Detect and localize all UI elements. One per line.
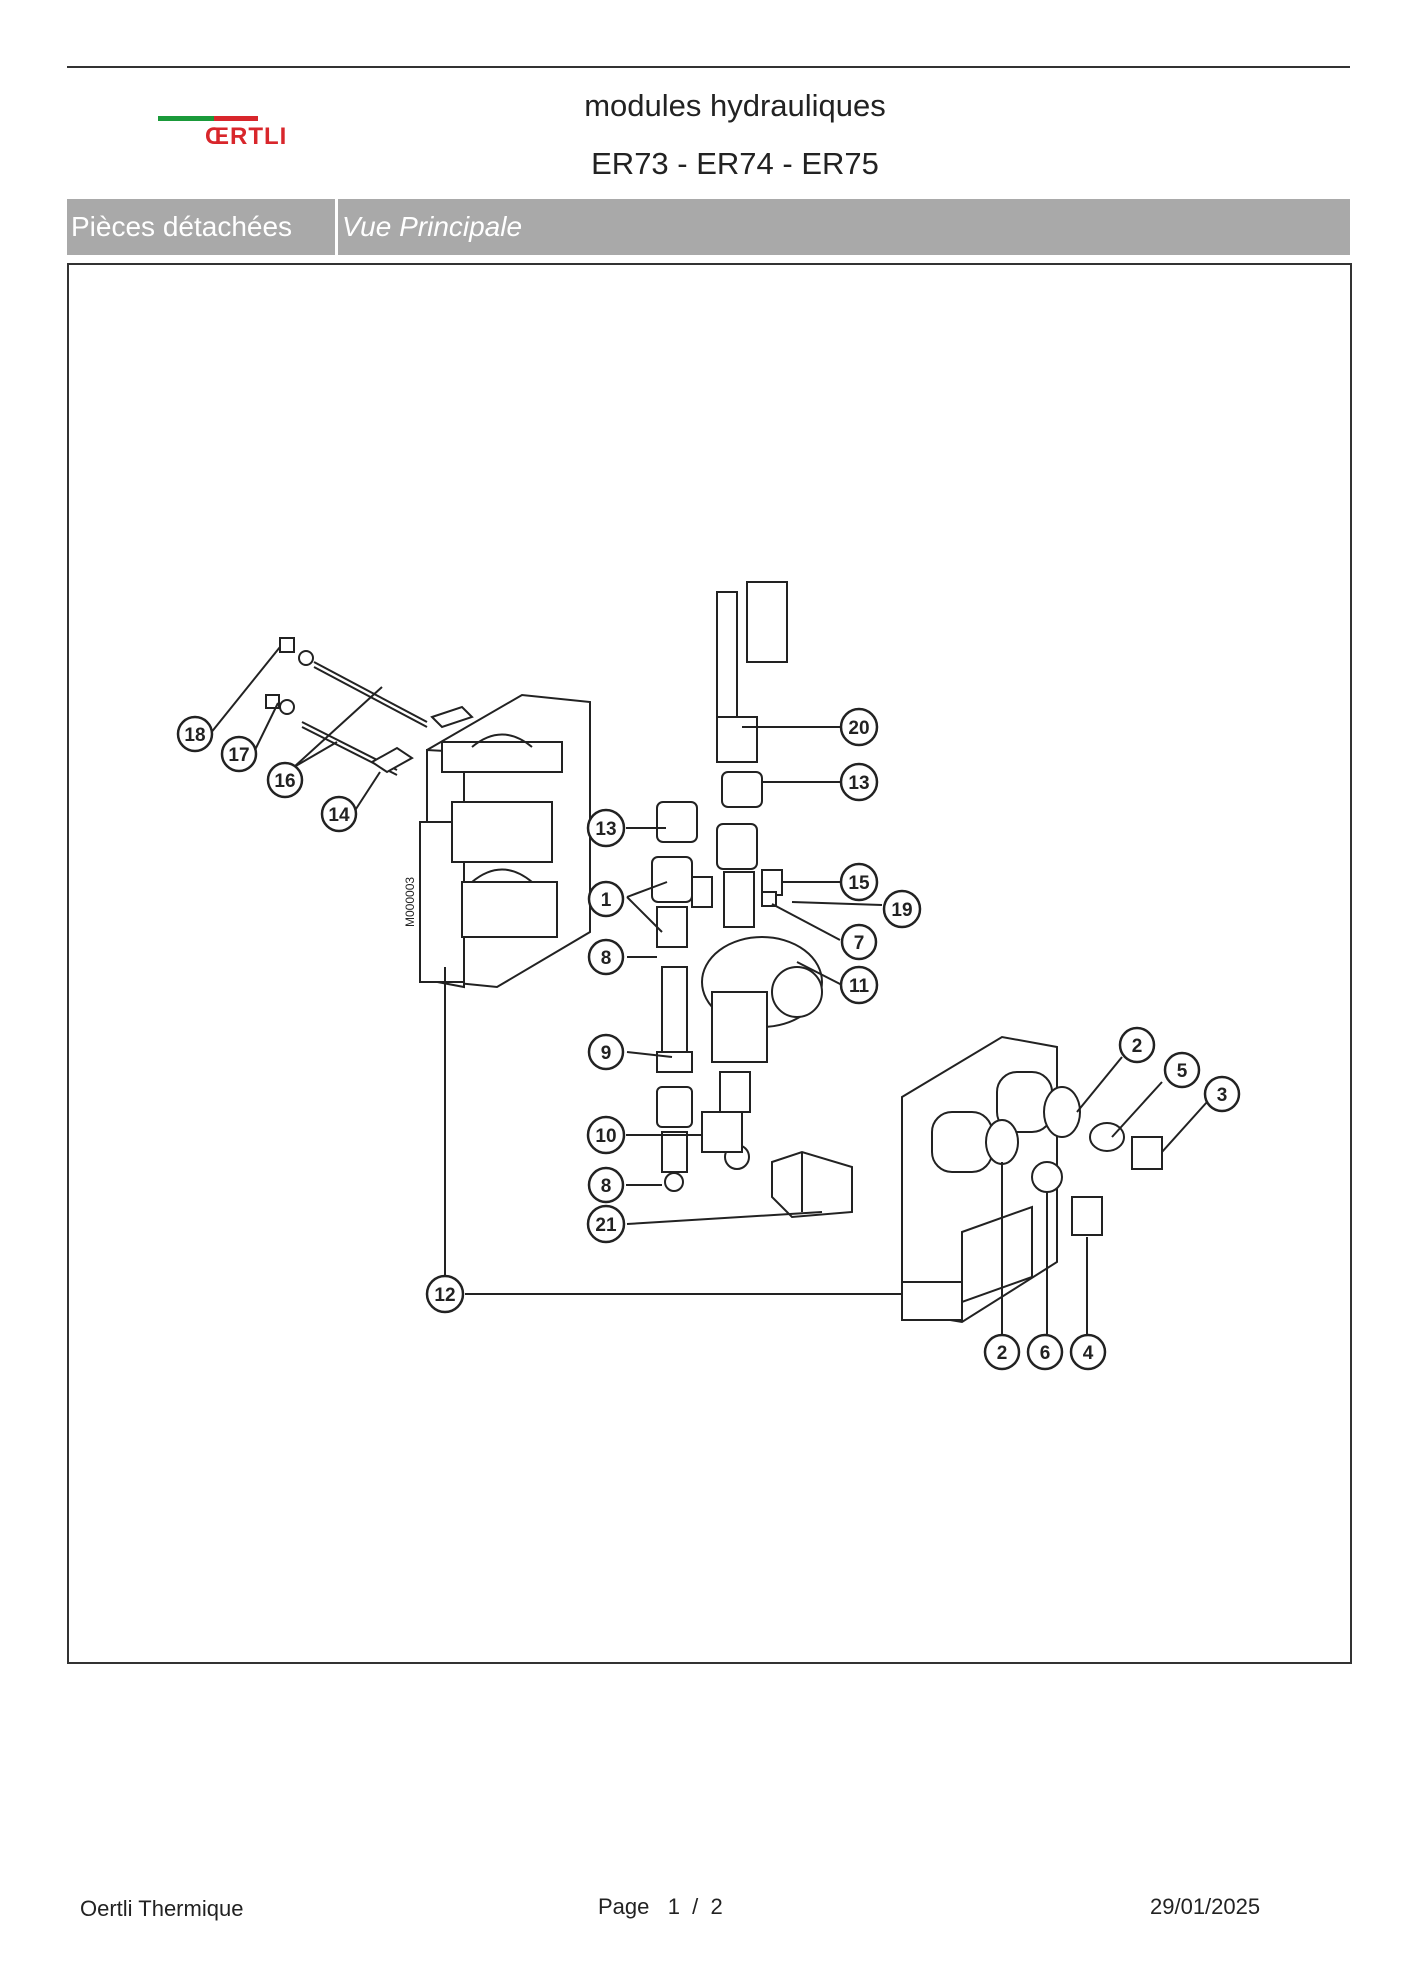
circulation-pump [701,936,823,1153]
footer-page-number: Page 1 / 2 [598,1894,723,1919]
svg-text:18: 18 [184,725,205,746]
svg-text:4: 4 [1083,1343,1094,1364]
svg-text:5: 5 [1177,1061,1188,1082]
callout-8-bottom: 8 [587,1166,625,1204]
svg-text:8: 8 [601,1176,612,1197]
callout-11: 11 [839,965,879,1005]
callout-19: 19 [882,889,922,929]
svg-text:20: 20 [848,718,869,739]
callout-2-bottom: 2 [983,1333,1021,1371]
svg-text:11: 11 [849,976,870,997]
callout-4: 4 [1069,1333,1107,1371]
diagram-frame: M000003 [67,263,1352,1664]
tab-separator [335,199,338,255]
temperature-sensor [716,581,788,763]
callout-10: 10 [586,1115,626,1155]
callout-15: 15 [839,862,879,902]
svg-text:21: 21 [595,1215,617,1236]
callout-21: 21 [586,1204,626,1244]
callout-2-top: 2 [1118,1026,1156,1064]
footer-company: Oertli Thermique [80,1896,244,1921]
callout-20: 20 [839,707,879,747]
pipe-assembly-right [716,771,783,928]
callout-6: 6 [1026,1333,1064,1371]
svg-text:12: 12 [434,1285,455,1306]
top-rule [67,66,1350,68]
logo-text: ŒRTLI [205,123,288,150]
callout-18: 18 [176,715,214,753]
fixing-hardware [265,637,474,776]
callout-9: 9 [587,1033,625,1071]
callouts: 18 17 16 14 13 1 8 9 10 8 21 12 20 13 15… [176,707,1241,1371]
callout-14: 14 [320,795,358,833]
pipe-assembly-left [651,801,750,1192]
svg-text:6: 6 [1040,1343,1051,1364]
callout-7: 7 [840,923,878,961]
insulation-shell-left: M000003 [403,693,591,989]
model-list: ER73 - ER74 - ER75 [591,146,879,181]
svg-text:17: 17 [228,745,249,766]
flange-parts [985,1086,1163,1236]
svg-text:2: 2 [1132,1036,1143,1057]
svg-text:10: 10 [595,1126,616,1147]
drawing-ref: M000003 [403,877,417,927]
svg-text:7: 7 [854,933,865,954]
svg-text:14: 14 [328,805,350,826]
svg-text:2: 2 [997,1343,1008,1364]
tab-spare-parts[interactable]: Pièces détachées [71,211,293,242]
callout-13-left: 13 [586,808,626,848]
callout-3: 3 [1203,1075,1241,1113]
svg-text:15: 15 [848,873,870,894]
exploded-view-diagram: M000003 [176,581,1241,1371]
leader-lines [209,646,1208,1334]
svg-text:9: 9 [601,1043,612,1064]
footer-date: 29/01/2025 [1150,1894,1261,1919]
svg-text:8: 8 [601,948,612,969]
logo-stripe [158,116,258,121]
section-bar: Pièces détachées Vue Principale [67,199,1350,255]
svg-text:1: 1 [601,890,612,911]
svg-text:13: 13 [848,773,869,794]
callout-13-right: 13 [839,762,879,802]
callout-8-top: 8 [587,938,625,976]
insulation-shell-right [901,1035,1058,1324]
svg-text:16: 16 [274,771,295,792]
callout-1: 1 [587,880,625,918]
document-title: modules hydrauliques [584,88,886,123]
callout-12: 12 [425,1274,465,1314]
callout-17: 17 [220,735,258,773]
valve-actuator [771,1150,853,1219]
tab-main-view[interactable]: Vue Principale [342,211,523,242]
callout-5: 5 [1163,1051,1201,1089]
svg-text:19: 19 [891,900,912,921]
svg-text:13: 13 [595,819,616,840]
svg-text:3: 3 [1217,1085,1228,1106]
callout-16: 16 [266,761,304,799]
oertli-logo: ŒRTLI [158,114,308,154]
